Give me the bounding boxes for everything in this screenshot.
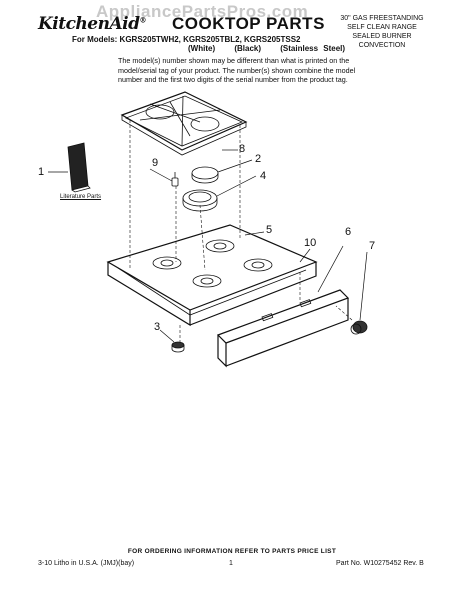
- callout-5: 5: [266, 224, 273, 236]
- page-title: COOKTOP PARTS: [172, 14, 325, 33]
- brand-name: KitchenAid: [38, 14, 140, 34]
- callout-10: 10: [304, 237, 317, 249]
- assembly-lines: [129, 120, 353, 342]
- callout-1: 1: [38, 166, 45, 178]
- literature-parts: [67, 142, 91, 193]
- burner-cap-part: [191, 166, 219, 184]
- callout-8: 8: [239, 143, 246, 155]
- description-line: SEALED BURNER: [352, 33, 412, 40]
- models-line: For Models: KGRS205TWH2, KGRS205TBL2, KG…: [72, 35, 301, 44]
- litho-info: 3-10 Litho in U.S.A. (JMJ)(bay): [38, 560, 135, 567]
- model-note: The model(s) number shown may be differe…: [118, 56, 356, 84]
- variant-black: (Black): [234, 44, 262, 53]
- callout-7: 7: [369, 240, 376, 252]
- electrode-part: [171, 172, 179, 187]
- callout-2: 2: [255, 153, 262, 165]
- variant-white: (White): [188, 44, 216, 53]
- description-line: 30" GAS FREESTANDING: [340, 15, 424, 22]
- product-description: 30" GAS FREESTANDING SELF CLEAN RANGE SE…: [334, 14, 430, 50]
- page-number: 1: [229, 560, 233, 567]
- callout-9: 9: [152, 157, 159, 169]
- callout-6: 6: [345, 226, 352, 238]
- variant-stainless: (Stainless Steel): [280, 44, 346, 53]
- watermark: AppliancePartsPros.com: [96, 2, 309, 21]
- literature-parts-label: Literature Parts: [60, 194, 102, 200]
- description-line: CONVECTION: [358, 42, 406, 49]
- control-panel-part: [216, 289, 350, 368]
- knob-part: [350, 320, 368, 335]
- model-variants: (White) (Black) (Stainless Steel): [188, 44, 359, 53]
- leader-lines: [48, 149, 368, 343]
- cooktop-part: [106, 224, 318, 327]
- brand-logo: KitchenAid®: [38, 14, 146, 34]
- callout-4: 4: [260, 170, 267, 182]
- ordering-info: FOR ORDERING INFORMATION REFER TO PARTS …: [127, 548, 337, 555]
- callout-3: 3: [154, 321, 161, 333]
- foot-part: [171, 341, 185, 353]
- description-line: SELF CLEAN RANGE: [347, 24, 417, 31]
- part-number: Part No. W10275452 Rev. B: [336, 560, 424, 567]
- grate-part: [120, 91, 248, 156]
- registered-mark: ®: [139, 15, 147, 25]
